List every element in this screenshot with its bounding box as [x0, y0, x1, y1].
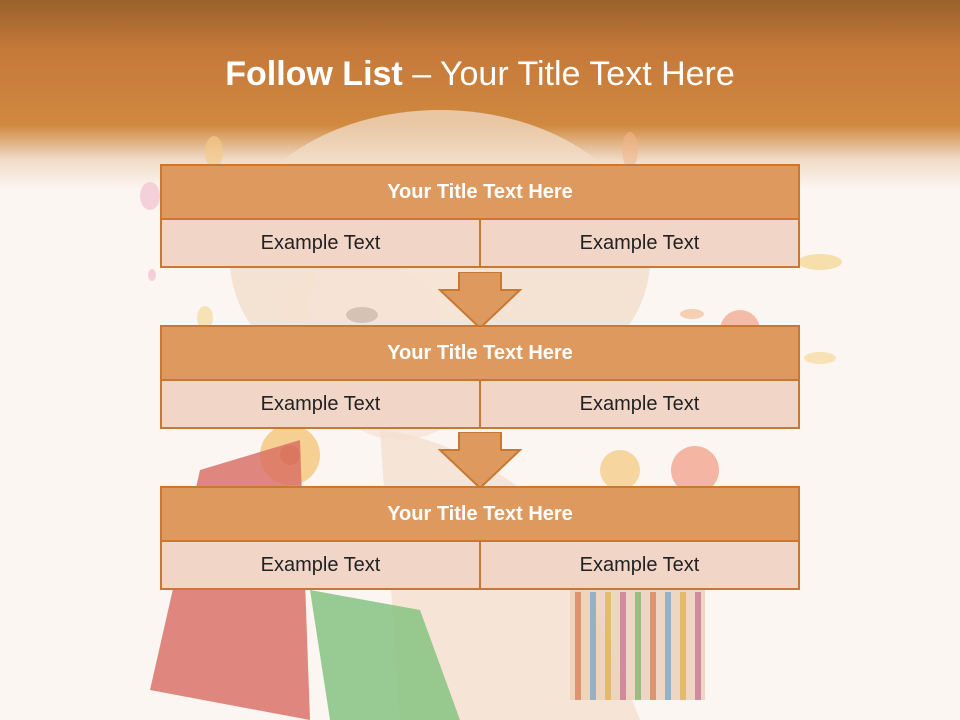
block-cell-right: Example Text	[481, 381, 800, 429]
block-cell-left: Example Text	[160, 381, 481, 429]
down-arrow-icon	[438, 272, 522, 330]
block-cell-right: Example Text	[481, 220, 800, 268]
block-title: Your Title Text Here	[160, 486, 800, 542]
list-block-1: Your Title Text Here Example Text Exampl…	[160, 164, 800, 268]
block-cell-left: Example Text	[160, 542, 481, 590]
block-cell-left: Example Text	[160, 220, 481, 268]
down-arrow-icon	[438, 432, 522, 490]
block-row: Example Text Example Text	[160, 381, 800, 429]
slide-title: Follow List – Your Title Text Here	[0, 55, 960, 94]
block-cell-right: Example Text	[481, 542, 800, 590]
slide-title-rest: – Your Title Text Here	[402, 55, 735, 93]
block-title: Your Title Text Here	[160, 164, 800, 220]
block-title: Your Title Text Here	[160, 325, 800, 381]
list-block-3: Your Title Text Here Example Text Exampl…	[160, 486, 800, 590]
block-row: Example Text Example Text	[160, 542, 800, 590]
block-row: Example Text Example Text	[160, 220, 800, 268]
list-block-2: Your Title Text Here Example Text Exampl…	[160, 325, 800, 429]
slide-title-bold: Follow List	[225, 55, 403, 93]
